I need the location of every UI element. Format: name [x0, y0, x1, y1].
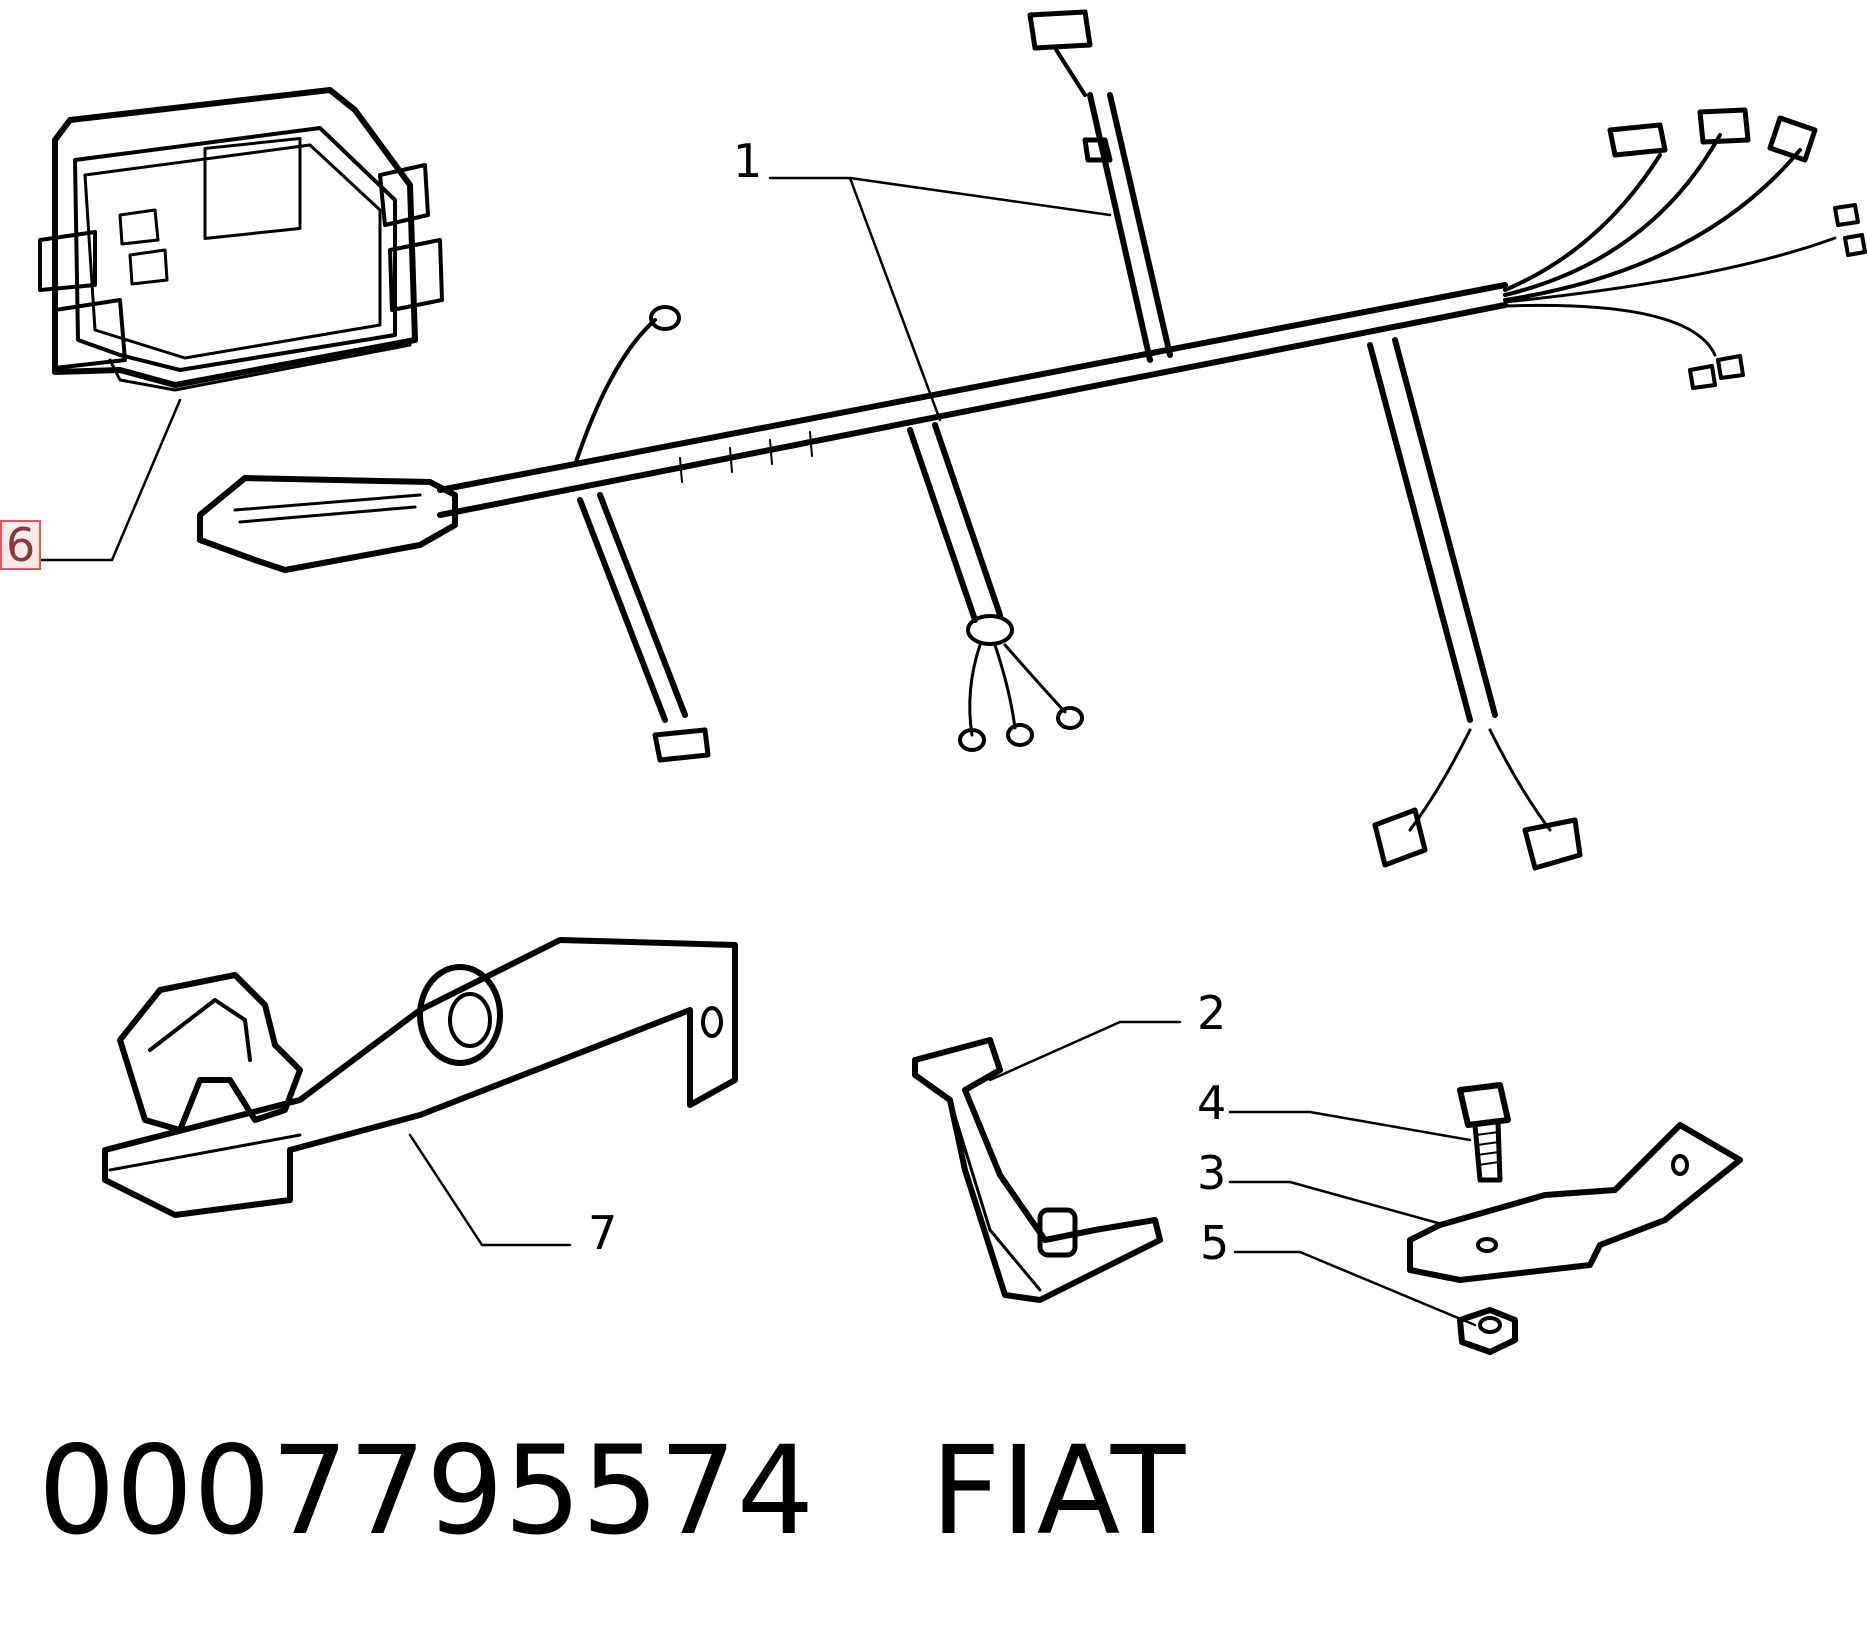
callout-2: 2 [1197, 986, 1227, 1040]
callout-5: 5 [1200, 1216, 1230, 1270]
callout-6: 6 [0, 520, 42, 570]
clamp-2-icon [912, 1037, 1163, 1303]
part-number: 0007795574 [38, 1420, 815, 1562]
callout-7: 7 [588, 1206, 618, 1260]
callout-1: 1 [733, 134, 763, 188]
brand-name: FIAT [930, 1420, 1186, 1562]
callout-4: 4 [1197, 1076, 1227, 1130]
caption: 0007795574 FIAT [38, 1430, 1185, 1552]
ecu-module-icon [38, 87, 444, 392]
callout-3: 3 [1197, 1146, 1227, 1200]
plate-3-icon [1407, 1122, 1743, 1283]
bolt-4-icon [1457, 1082, 1511, 1183]
nut-5-icon [1457, 1307, 1518, 1355]
wiring-harness-icon [197, 9, 1867, 871]
leader-lines [33, 176, 1477, 1327]
bracket-7-icon [102, 937, 738, 1218]
